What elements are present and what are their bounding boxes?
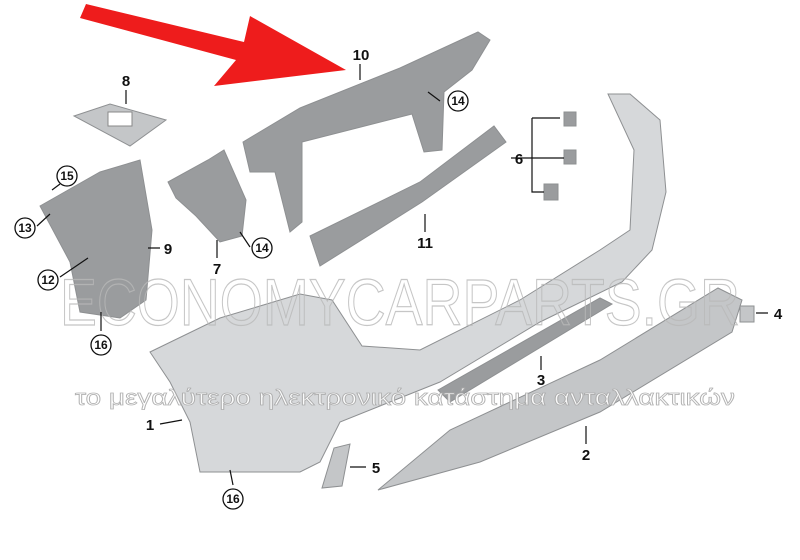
part-6-bracket-lines [531, 117, 564, 193]
part-6-clip [563, 149, 577, 165]
label-8: 8 [122, 73, 130, 90]
label-12: 12 [41, 273, 55, 287]
label-14: 14 [451, 94, 465, 108]
label-11: 11 [417, 235, 433, 252]
part-5-reflector [321, 443, 351, 489]
red-arrow-icon [80, 4, 346, 86]
part-1-bumper [149, 93, 667, 473]
label-15: 15 [60, 169, 74, 183]
watermark-brand: ECONOMYCARPARTS.GR [60, 265, 740, 339]
label-1: 1 [146, 417, 154, 434]
part-11-bracket [309, 125, 507, 267]
part-10-carrier [242, 31, 491, 233]
part-3-grille [437, 297, 614, 403]
part-6-clip [563, 111, 577, 127]
label-3: 3 [537, 372, 545, 389]
part-7-bracket [167, 149, 247, 243]
part-9-bracket [39, 159, 153, 319]
label-6: 6 [515, 151, 523, 168]
part-2-diffuser [377, 287, 743, 491]
label-16: 16 [94, 338, 108, 352]
part-8-opening [107, 111, 133, 127]
part-6-clip [543, 183, 559, 201]
label-14: 14 [255, 241, 269, 255]
label-7: 7 [213, 261, 221, 278]
label-16: 16 [226, 492, 240, 506]
label-5: 5 [372, 460, 380, 477]
label-10: 10 [353, 47, 370, 64]
part-4-cap [739, 305, 755, 323]
label-4: 4 [774, 306, 783, 323]
label-13: 13 [18, 221, 32, 235]
leader-lines [36, 64, 768, 486]
label-2: 2 [582, 447, 590, 464]
watermark-tagline: το μεγαλύτερο ηλεκτρονικό κατάστημα αντα… [75, 385, 735, 410]
label-9: 9 [164, 241, 172, 258]
